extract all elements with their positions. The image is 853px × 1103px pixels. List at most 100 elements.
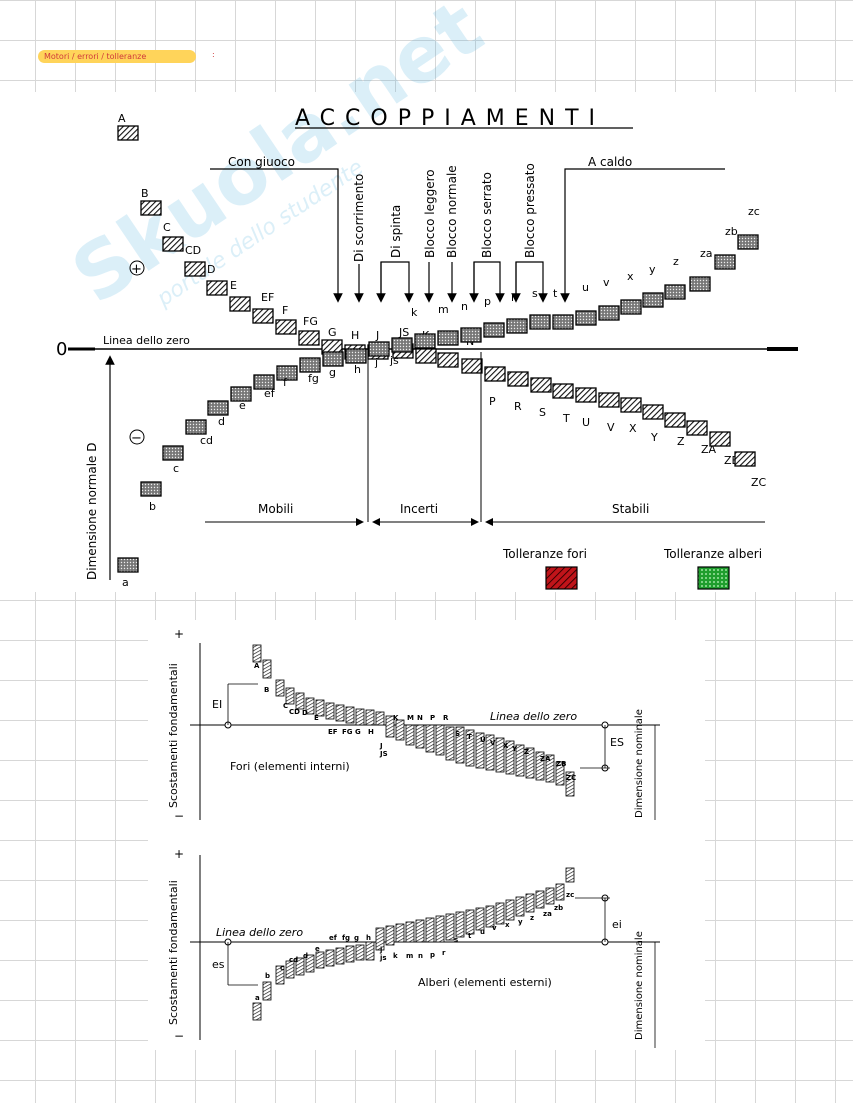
hole-deviation-label-CD: CD: [289, 708, 300, 716]
hole-label-FG: FG: [303, 315, 318, 328]
shaft-deviation-label-n: n: [418, 952, 423, 960]
hole-deviation-label-ZC: ZC: [566, 774, 576, 782]
hole-deviation-bar: [515, 744, 525, 777]
shaft-deviation-bar: [365, 941, 375, 961]
shaft-deviation-bar: [485, 905, 495, 928]
hole-box-M: [437, 352, 459, 368]
shaft-label-c: c: [173, 462, 179, 475]
hole-label-EF: EF: [261, 291, 274, 304]
hole-deviation-label-ZA: ZA: [540, 755, 551, 763]
region-stabili: Stabili: [612, 502, 649, 516]
hole-deviation-bar: [505, 740, 515, 775]
hole-label-JS: JS: [398, 326, 409, 339]
hole-deviation-bar: [305, 697, 315, 715]
shaft-box-j: [368, 341, 390, 357]
hole-deviation-label-V: V: [490, 739, 496, 747]
shaft-label-r: r: [511, 291, 516, 304]
shaft-label-h: h: [354, 363, 361, 376]
hole-label-Y: Y: [650, 431, 658, 444]
ei-label: ei: [612, 918, 622, 931]
shaft-deviation-label-e: e: [315, 945, 320, 953]
shafts-caption: Alberi (elementi esterni): [418, 976, 552, 989]
hole-deviation-label-R: R: [443, 714, 449, 722]
hole-deviation-bar: [535, 751, 545, 781]
shaft-label-t: t: [553, 287, 558, 300]
hole-label-R: R: [514, 400, 522, 413]
hole-deviation-label-H: H: [368, 728, 374, 736]
hole-box-E: [229, 296, 251, 312]
shaft-label-g: g: [329, 366, 336, 379]
svg-text:−: −: [174, 809, 184, 823]
hole-deviation-label-S: S: [455, 730, 460, 738]
hole-deviation-bar: [262, 659, 272, 679]
shaft-label-v: v: [603, 276, 610, 289]
hole-deviation-bar: [405, 724, 415, 746]
header-extra: :: [212, 50, 215, 59]
shaft-box-u: [575, 310, 597, 326]
hole-box-P: [484, 366, 506, 382]
zero-mark: 0: [56, 339, 67, 360]
shaft-deviation-label-x: x: [505, 921, 510, 929]
cat-blocco-leggero: Blocco leggero: [423, 169, 437, 258]
hole-deviation-label-EF: EF: [328, 728, 338, 736]
shaft-box-x: [620, 299, 642, 315]
hole-label-F: F: [282, 304, 288, 317]
legend-shafts-swatch: [697, 566, 730, 590]
shaft-box-v: [598, 305, 620, 321]
hole-box-ZA: [686, 420, 708, 436]
hole-label-A: A: [118, 112, 126, 125]
shaft-deviation-label-r: r: [442, 949, 446, 957]
shaft-deviation-bar: [405, 921, 415, 943]
hole-deviation-label-FG: FG: [342, 728, 353, 736]
hole-box-N: [461, 358, 483, 374]
legend-holes-label: Tolleranze fori: [502, 547, 587, 561]
legend-shafts-label: Tolleranze alberi: [663, 547, 762, 561]
shaft-deviation-label-y: y: [518, 918, 523, 926]
shaft-deviation-bar: [395, 923, 405, 943]
shaft-label-p: p: [484, 295, 491, 308]
hole-box-K: [415, 348, 437, 364]
hole-box-R: [507, 371, 529, 387]
hole-box-S: [530, 377, 552, 393]
shaft-label-n: n: [461, 300, 468, 313]
hole-label-B: B: [141, 187, 149, 200]
cat-di-spinta: Di spinta: [389, 205, 403, 258]
hole-deviation-bar: [285, 687, 295, 705]
shaft-deviation-label-h: h: [366, 934, 371, 942]
minus-sign: −: [131, 431, 142, 446]
holes-axis-label: Scostamenti fondamentali: [167, 663, 180, 808]
hole-box-X: [620, 397, 642, 413]
hole-deviation-bar: [315, 699, 325, 717]
region-mobili: Mobili: [258, 502, 293, 516]
hole-deviation-bar: [325, 702, 335, 720]
hole-label-ZC: ZC: [751, 476, 767, 489]
shaft-deviation-bar: [315, 951, 325, 969]
shaft-deviation-label-z: z: [530, 914, 534, 922]
shaft-label-y: y: [649, 263, 656, 276]
hole-label-T: T: [562, 412, 570, 425]
hole-label-C: C: [163, 221, 171, 234]
shaft-label-b: b: [149, 500, 156, 513]
hole-label-S: S: [539, 406, 546, 419]
shaft-deviation-bar: [425, 917, 435, 943]
hole-box-D: [206, 280, 228, 296]
top-tolerance-boxes: ABCCDDEEFFFGGHJJSKMNPRSTUVXYZZAZBZCabccd…: [117, 112, 767, 589]
hole-deviation-label-Y: Y: [511, 745, 518, 753]
shaft-label-d: d: [218, 415, 225, 428]
zero-line-label: Linea dello zero: [103, 334, 190, 347]
hole-deviation-bar: [545, 754, 555, 783]
shaft-deviation-label-d: d: [303, 952, 308, 960]
shaft-label-za: za: [700, 247, 713, 260]
shaft-box-fg: [299, 357, 321, 373]
shaft-deviation-bar: [525, 893, 535, 913]
hole-label-P: P: [489, 395, 496, 408]
shaft-box-a: [117, 557, 139, 573]
hole-deviation-bar: [365, 709, 375, 726]
hole-box-CD: [184, 261, 206, 277]
shaft-deviation-bar: [285, 960, 295, 979]
shaft-box-h: [345, 348, 367, 364]
cat-di-scorrimento: Di scorrimento: [352, 174, 366, 262]
shaft-deviation-bar: [455, 911, 465, 938]
legend-holes-swatch: [545, 566, 578, 590]
hole-deviation-label-U: U: [480, 736, 486, 744]
